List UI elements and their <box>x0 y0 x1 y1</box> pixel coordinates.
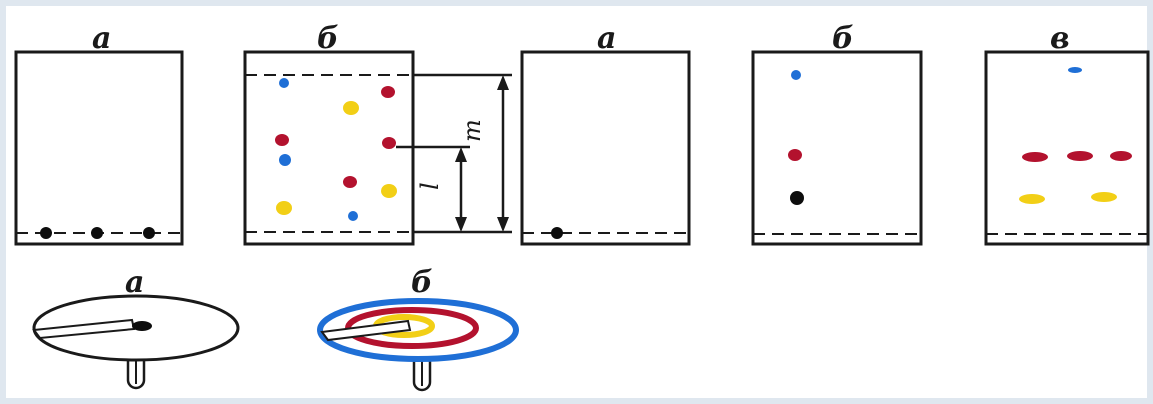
l-label: l <box>416 182 444 190</box>
m-arrow-head-bottom <box>497 217 509 232</box>
yellow-band <box>1091 192 1117 202</box>
yellow-spot <box>276 201 292 215</box>
blue-spot <box>348 211 358 221</box>
red-spot <box>343 176 357 188</box>
plate-panel-3 <box>520 50 691 246</box>
red-spot <box>788 149 802 161</box>
red-band <box>1067 151 1093 161</box>
plate-panel-4 <box>751 50 923 246</box>
blue-spot <box>279 154 291 166</box>
red-spot <box>381 86 395 98</box>
label-bottom-b: б <box>411 265 433 300</box>
label-top-right-v: в <box>1050 21 1070 56</box>
sample-spot <box>132 321 152 331</box>
dimension-annotations: m l <box>396 73 512 234</box>
sample-spot <box>91 227 103 239</box>
plate-panel-1 <box>14 50 184 246</box>
red-spot <box>382 137 396 149</box>
label-top-right-b: б <box>832 21 854 56</box>
label-top-left-a: а <box>92 21 111 56</box>
blue-spot <box>791 70 801 80</box>
black-spot <box>790 191 804 205</box>
plate-panel-2 <box>243 50 415 246</box>
cut-wick-strip <box>320 319 412 342</box>
blue-spot <box>279 78 289 88</box>
label-top-right-a: а <box>597 21 616 56</box>
l-arrow-head-bottom <box>455 217 467 232</box>
red-spot <box>275 134 289 146</box>
l-arrow-head-top <box>455 147 467 162</box>
sample-spot <box>551 227 563 239</box>
sample-spot <box>40 227 52 239</box>
m-arrow-head-top <box>497 75 509 90</box>
label-top-left-b: б <box>317 21 339 56</box>
plate-frame <box>751 50 923 246</box>
red-band <box>1022 152 1048 162</box>
red-band <box>1110 151 1132 161</box>
yellow-spot <box>343 101 359 115</box>
m-label: m <box>458 119 486 142</box>
yellow-band <box>1019 194 1045 204</box>
label-bottom-a: а <box>125 265 144 300</box>
plate-panel-5 <box>984 50 1150 246</box>
sample-spot <box>143 227 155 239</box>
plate-frame <box>14 50 184 246</box>
paper-disc-b <box>317 298 519 392</box>
plate-frame <box>984 50 1150 246</box>
paper-disc-a <box>32 294 240 390</box>
blue-band <box>1068 67 1082 73</box>
yellow-spot <box>381 184 397 198</box>
plate-frame <box>520 50 691 246</box>
